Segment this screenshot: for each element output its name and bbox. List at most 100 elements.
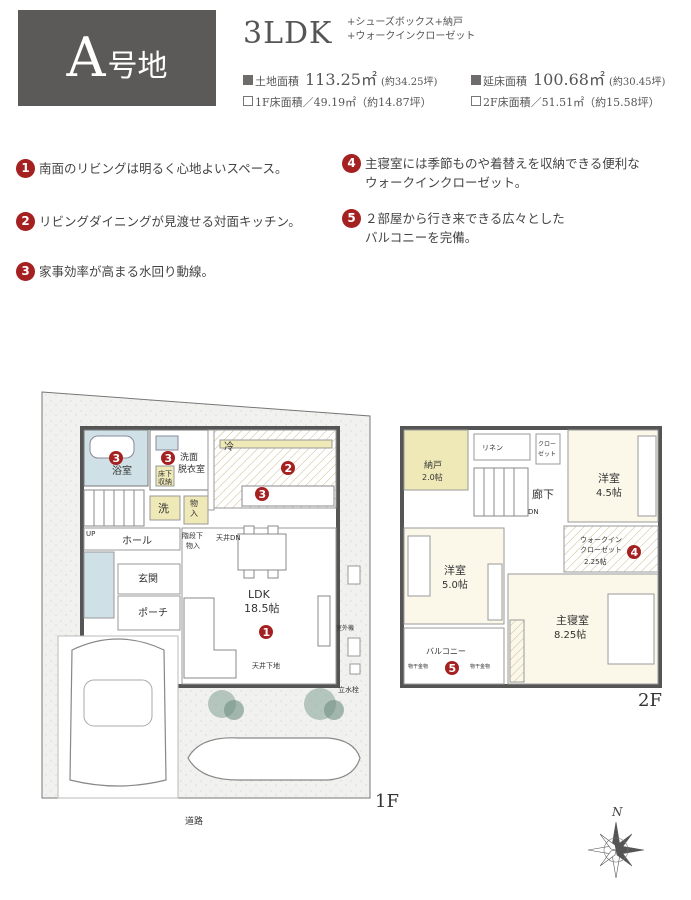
lot-badge: A 号地 — [18, 10, 216, 106]
compass-rose-icon: N — [587, 805, 645, 879]
filled-square-icon — [243, 75, 253, 85]
svg-text:物干金物: 物干金物 — [470, 663, 490, 670]
feature-item: 4 主寝室には季節ものや着替えを収納できる便利なウォークインクローゼット。 — [342, 154, 640, 192]
marker-4-wic: 4 — [627, 545, 641, 559]
compass-north-label: N — [611, 805, 623, 819]
label-master: 主寝室 — [556, 613, 589, 627]
area-table: 土地面積 113.25㎡ (約34.25坪) 延床面積 100.68㎡ (約30… — [243, 66, 691, 114]
label-balcony: バルコニー — [426, 647, 466, 656]
svg-text:5: 5 — [449, 662, 457, 675]
svg-text:天井DN: 天井DN — [216, 533, 241, 542]
open-square-icon — [471, 96, 481, 106]
svg-text:床下: 床下 — [158, 469, 172, 478]
kitchen-counter-back — [219, 439, 333, 449]
feature-number: 4 — [342, 154, 361, 173]
svg-text:ゼット: ゼット — [538, 450, 556, 458]
tv-board-icon — [317, 595, 331, 647]
marker-1-ldk: 1 — [259, 625, 273, 639]
svg-text:クローゼット: クローゼット — [580, 545, 622, 554]
car-icon — [187, 737, 361, 781]
svg-text:4: 4 — [631, 546, 639, 559]
svg-text:室外機: 室外機 — [336, 624, 354, 632]
land-area: 土地面積 113.25㎡ (約34.25坪) — [243, 66, 471, 90]
marker-3-kitchen: 3 — [255, 487, 269, 501]
marker-2-kitchen: 2 — [281, 461, 295, 475]
svg-text:クロー: クロー — [538, 441, 556, 448]
svg-text:3: 3 — [259, 488, 267, 501]
label-western2: 洋室 — [444, 563, 466, 577]
open-square-icon — [243, 96, 253, 106]
svg-text:冷: 冷 — [224, 440, 234, 453]
lot-letter: A — [66, 26, 106, 89]
svg-text:入: 入 — [190, 509, 198, 518]
label-ldk: LDK — [248, 588, 271, 601]
feature-item: 2 リビングダイニングが見渡せる対面キッチン。 — [16, 212, 301, 231]
label-washroom: 洗面 — [180, 451, 198, 463]
small-closet — [535, 433, 561, 465]
balcony — [403, 627, 505, 685]
svg-text:2.25帖: 2.25帖 — [584, 557, 607, 566]
floor2-plan: 納戸 2.0帖 リネン クロー ゼット 廊下 DN 洋室 4.5帖 ウォークイン… — [400, 426, 662, 688]
svg-text:リネン: リネン — [482, 444, 503, 452]
linen — [473, 433, 531, 461]
svg-text:2.0帖: 2.0帖 — [422, 472, 443, 482]
svg-text:1: 1 — [263, 626, 271, 639]
floor1-label: 1F — [375, 791, 399, 812]
svg-text:天井下地: 天井下地 — [252, 661, 280, 670]
label-dressing: 脱衣室 — [178, 463, 205, 475]
svg-text:ウォークイン: ウォークイン — [580, 536, 622, 544]
svg-text:5.0帖: 5.0帖 — [442, 578, 468, 591]
feature-number: 2 — [16, 212, 35, 231]
filled-square-icon — [471, 75, 481, 85]
floor2-label: 2F — [638, 690, 662, 711]
total-floor-area: 延床面積 100.68㎡ (約30.45坪) — [471, 66, 691, 90]
plan-extras: +シューズボックス+納戸 +ウォークインクローゼット — [347, 16, 475, 44]
shoebox — [83, 551, 115, 619]
sofa-icon — [183, 597, 237, 679]
svg-text:3: 3 — [113, 452, 121, 465]
porch — [117, 595, 181, 631]
svg-text:4.5帖: 4.5帖 — [596, 486, 622, 499]
plan-type: 3LDK — [243, 16, 333, 51]
floor2-area: 2F床面積／51.51㎡（約15.58坪） — [471, 94, 691, 110]
hall — [83, 527, 181, 551]
floor1-area: 1F床面積／49.19㎡（約14.87坪） — [243, 94, 471, 110]
floor1-plan: 浴室 洗面 脱衣室 床下 収納 洗 物 入 冷 ホール 玄関 ポーチ 階段下 物… — [41, 391, 371, 799]
svg-text:収納: 収納 — [158, 477, 172, 486]
label-ldk-size: 18.5帖 — [244, 602, 280, 615]
storage-nook — [183, 495, 209, 525]
svg-text:物: 物 — [190, 498, 198, 508]
road-label: 道路 — [185, 817, 204, 827]
feature-number: 1 — [16, 159, 35, 178]
feature-number: 3 — [16, 262, 35, 281]
underfloor-storage — [155, 465, 175, 487]
car-icon — [69, 638, 167, 787]
svg-text:DN: DN — [528, 508, 539, 516]
extra-line: +ウォークインクローゼット — [347, 31, 476, 42]
svg-text:物干金物: 物干金物 — [408, 663, 428, 670]
svg-text:3: 3 — [165, 452, 173, 465]
marker-3-bath: 3 — [109, 451, 123, 465]
label-entrance: 玄関 — [138, 572, 158, 585]
label-corridor: 廊下 — [532, 487, 554, 501]
marker-3-wash: 3 — [161, 451, 175, 465]
stairs-1f — [83, 489, 145, 527]
extra-line: +シューズボックス+納戸 — [347, 17, 463, 28]
label-storeroom: 納戸 — [424, 459, 442, 471]
svg-text:8.25帖: 8.25帖 — [554, 628, 586, 641]
laundry — [149, 495, 181, 521]
label-hall: ホール — [122, 535, 152, 547]
svg-text:立水栓: 立水栓 — [338, 685, 359, 694]
svg-text:物入: 物入 — [186, 541, 200, 550]
svg-text:洗: 洗 — [158, 502, 169, 515]
svg-text:UP: UP — [86, 530, 95, 538]
master-bedroom — [507, 573, 659, 685]
feature-item: 1 南面のリビングは明るく心地よいスペース。 — [16, 159, 288, 178]
svg-text:階段下: 階段下 — [182, 531, 203, 540]
storeroom — [403, 429, 469, 491]
dining-table-icon — [237, 533, 287, 571]
walk-in-closet — [563, 525, 659, 573]
lot-suffix: 号地 — [107, 49, 168, 84]
sink-icon — [155, 435, 179, 451]
marker-5-balcony: 5 — [445, 661, 459, 675]
